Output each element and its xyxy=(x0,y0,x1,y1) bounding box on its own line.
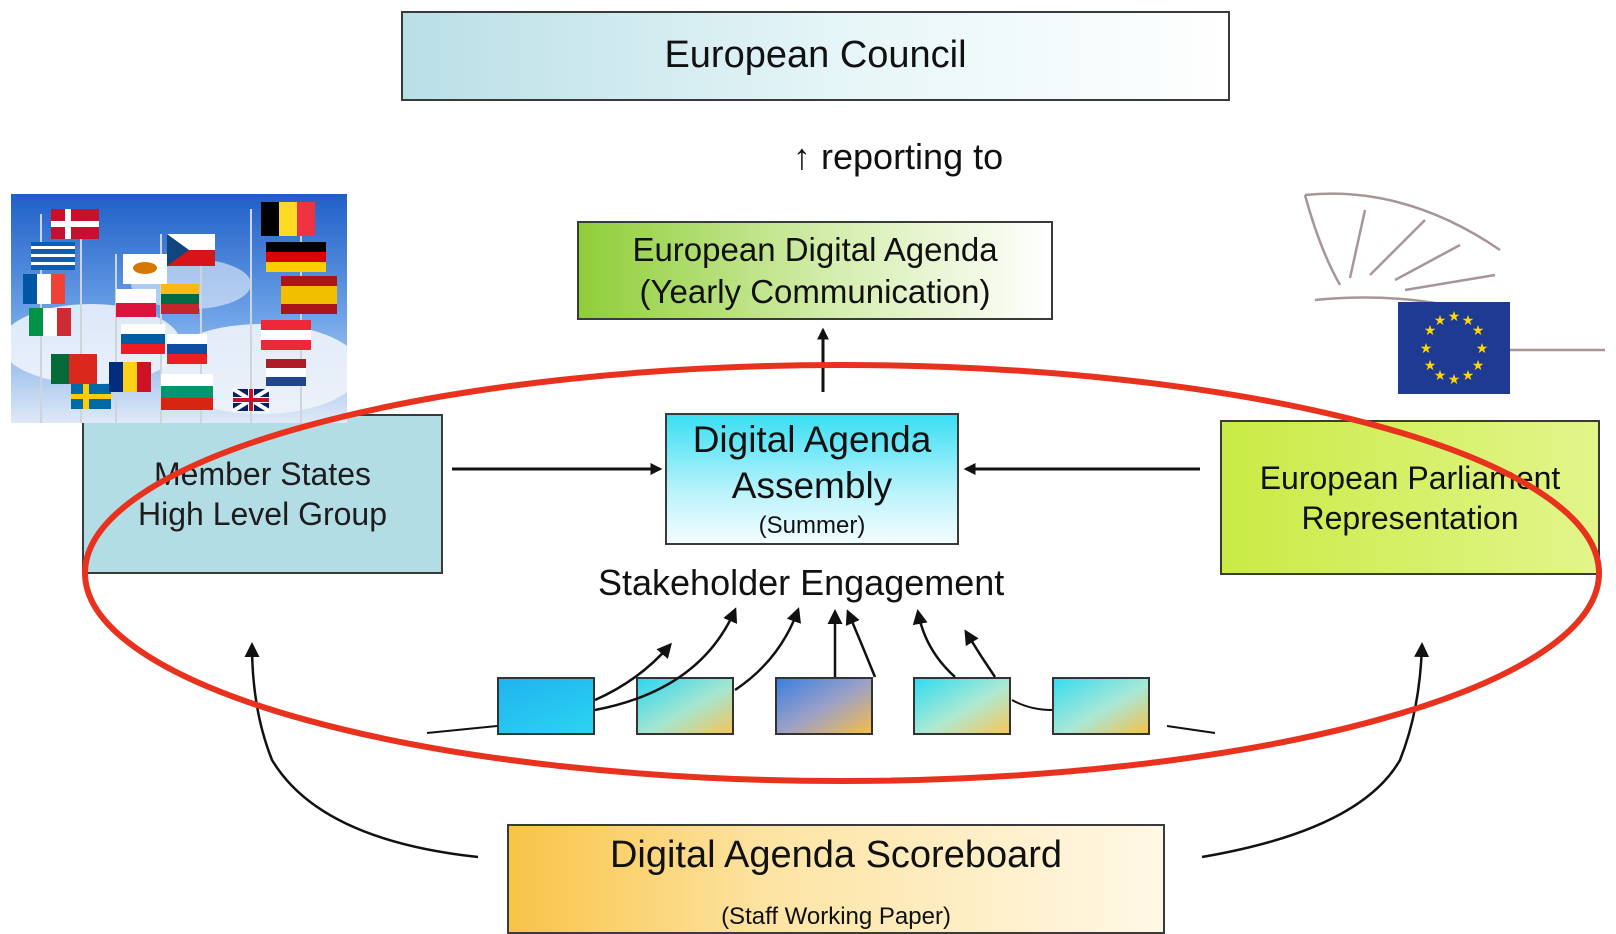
digital-agenda-assembly-box: Digital Agenda Assembly (Summer) xyxy=(665,413,959,545)
svg-text:★: ★ xyxy=(1434,368,1447,384)
scoreboard-title: Digital Agenda Scoreboard xyxy=(609,834,1063,876)
svg-text:★: ★ xyxy=(1448,309,1461,325)
reporting-to-label: ↑ reporting to xyxy=(793,136,1004,177)
svg-text:★: ★ xyxy=(1424,323,1437,339)
arrow-scoreboard-to-member-states xyxy=(244,642,479,859)
eu-flag-icon: ★ ★ ★ ★ ★ ★ ★ ★ ★ ★ ★ ★ xyxy=(1398,302,1510,394)
up-arrow-icon: ↑ xyxy=(793,136,811,177)
assembly-title-line1: Digital Agenda xyxy=(692,418,932,460)
stakeholder-engagement-label: Stakeholder Engagement xyxy=(598,562,1005,603)
european-council-box: European Council xyxy=(401,11,1230,101)
digital-agenda-title: European Digital Agenda xyxy=(632,231,998,269)
flags-photo xyxy=(11,194,347,423)
stakeholder-box xyxy=(497,677,595,735)
digital-agenda-subtitle: (Yearly Communication) xyxy=(639,272,991,310)
svg-text:★: ★ xyxy=(1448,372,1461,388)
svg-text:★: ★ xyxy=(1472,323,1485,339)
arrow-scoreboard-to-parliament xyxy=(1201,642,1430,859)
svg-text:★: ★ xyxy=(1462,368,1475,384)
stakeholder-box xyxy=(636,677,734,735)
member-states-line1: Member States xyxy=(154,456,371,492)
european-parliament-logo: ★ ★ ★ ★ ★ ★ ★ ★ ★ ★ ★ ★ xyxy=(1303,192,1605,394)
highlight-ellipse xyxy=(82,362,1602,784)
assembly-title-line2: Assembly xyxy=(731,465,893,506)
parliament-line2: Representation xyxy=(1301,499,1519,536)
stakeholder-box xyxy=(913,677,1011,735)
svg-text:★: ★ xyxy=(1420,341,1433,357)
member-states-line2: High Level Group xyxy=(137,496,388,532)
svg-text:★: ★ xyxy=(1424,358,1437,374)
european-parliament-box: European Parliament Representation xyxy=(1220,420,1600,575)
european-council-label: European Council xyxy=(664,34,967,77)
svg-text:★: ★ xyxy=(1434,313,1447,329)
stakeholder-box xyxy=(775,677,873,735)
stakeholder-box xyxy=(1052,677,1150,735)
european-digital-agenda-box: European Digital Agenda (Yearly Communic… xyxy=(577,221,1053,320)
svg-text:★: ★ xyxy=(1462,313,1475,329)
assembly-note: (Summer) xyxy=(758,512,866,540)
svg-text:★: ★ xyxy=(1472,358,1485,374)
svg-text:★: ★ xyxy=(1476,341,1489,357)
digital-agenda-scoreboard-box: Digital Agenda Scoreboard (Staff Working… xyxy=(507,824,1165,934)
